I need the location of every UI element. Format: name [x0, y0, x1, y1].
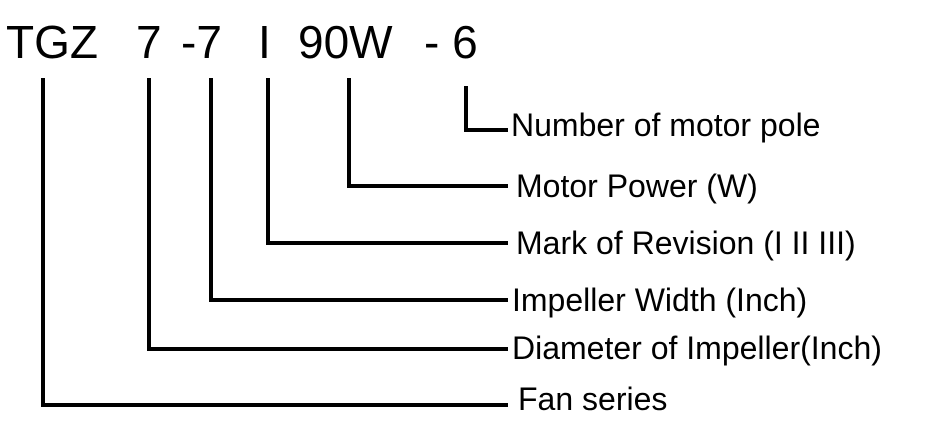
- code-series: TGZ: [6, 16, 98, 68]
- code-width: -7: [181, 16, 222, 68]
- code-diameter: 7: [136, 16, 162, 68]
- label-width: Impeller Width (Inch): [512, 282, 807, 318]
- code-poles: - 6: [424, 16, 478, 68]
- code-power: 90W: [298, 16, 393, 68]
- label-series: Fan series: [518, 381, 667, 417]
- leader-lines: [41, 78, 508, 407]
- leader-labels: Number of motor pole Motor Power (W) Mar…: [511, 107, 882, 417]
- label-poles: Number of motor pole: [511, 107, 820, 143]
- leader-line-width: [209, 78, 508, 302]
- leader-line-revision: [266, 78, 508, 245]
- leader-line-series: [41, 78, 508, 407]
- leader-line-diameter: [147, 78, 508, 351]
- model-code: TGZ 7 -7 I 90W - 6: [6, 16, 478, 68]
- label-revision: Mark of Revision (I II III): [516, 225, 856, 261]
- leader-line-power: [347, 78, 508, 188]
- code-revision: I: [258, 16, 271, 68]
- label-power: Motor Power (W): [516, 168, 758, 204]
- leader-line-poles: [464, 86, 508, 132]
- label-diameter: Diameter of Impeller(Inch): [512, 330, 882, 366]
